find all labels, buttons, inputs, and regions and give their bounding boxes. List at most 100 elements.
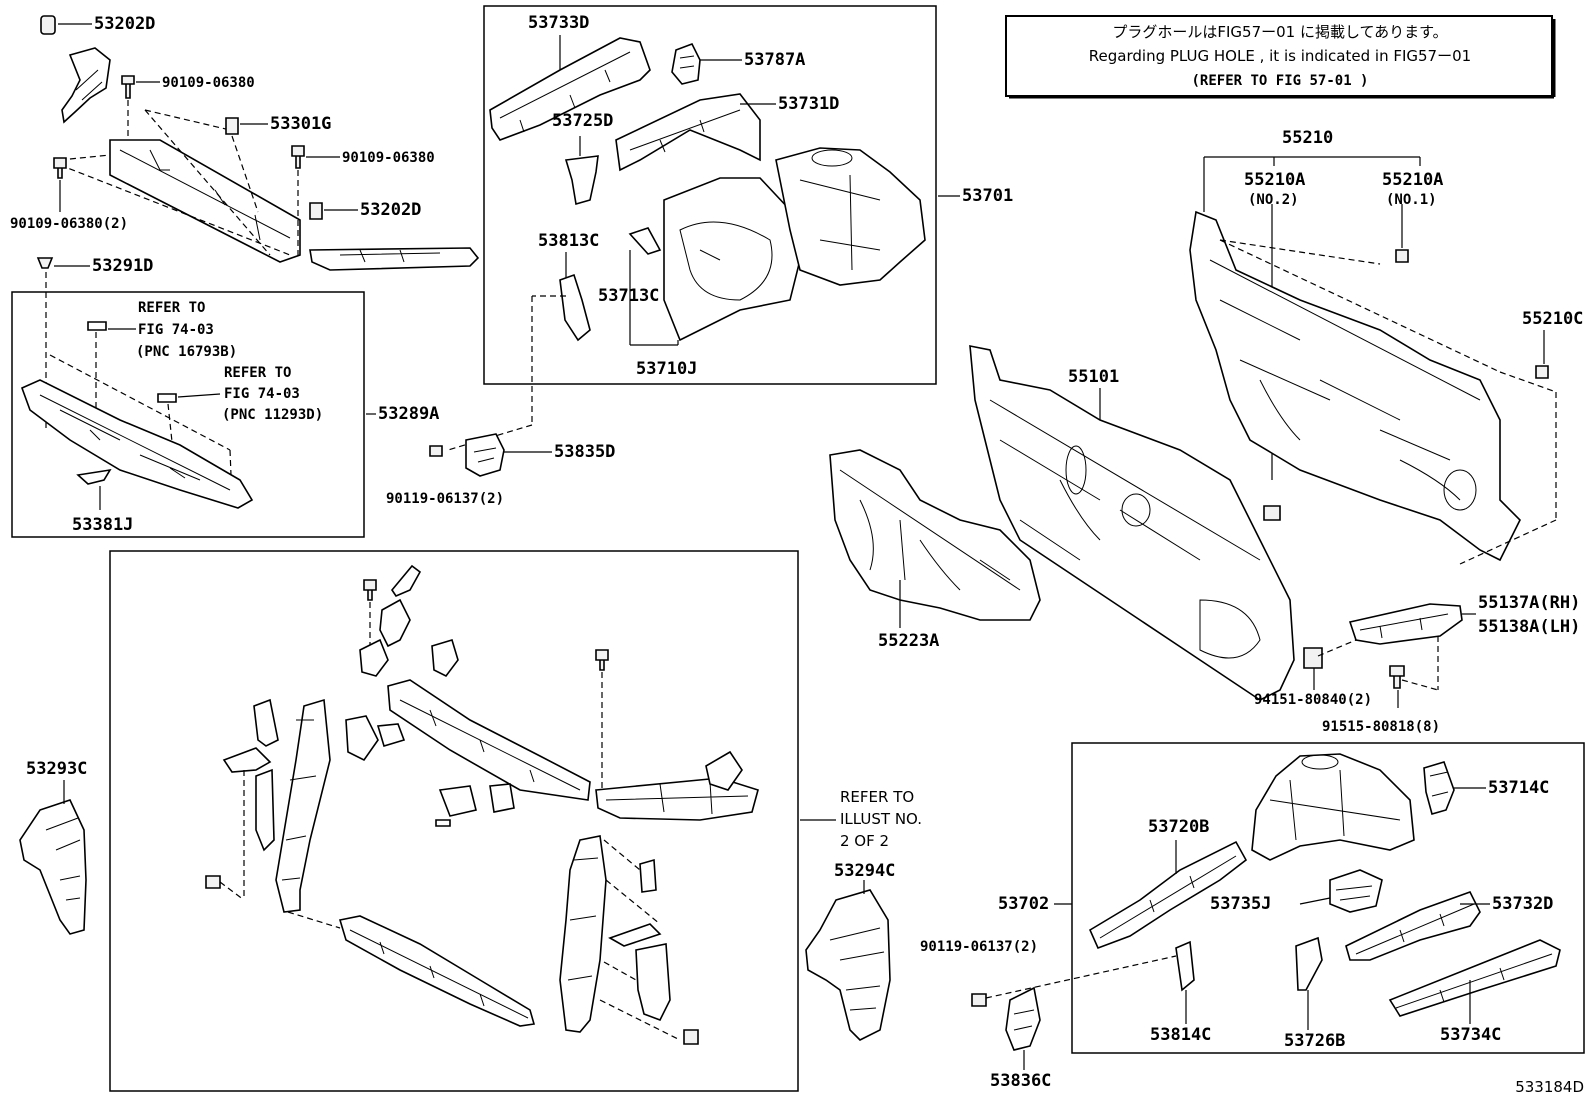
radiator-support-upper-bar <box>109 139 301 263</box>
label-refer3-c: 2 OF 2 <box>840 832 889 850</box>
radiator-upper-parts <box>40 15 480 271</box>
bracket-block-b <box>376 723 406 747</box>
radiator-support-side-bar <box>309 247 480 271</box>
label-53202D-b: 53202D <box>360 200 421 220</box>
bracket-right-c <box>635 943 671 1022</box>
label-53731D: 53731D <box>778 94 839 114</box>
bracket-upper-left <box>61 47 111 124</box>
cowl-louver-parts <box>20 321 376 510</box>
label-53734C: 53734C <box>1440 1025 1501 1045</box>
radiator-support-parts <box>205 564 836 1045</box>
label-55210A-no2: 55210A <box>1244 170 1305 190</box>
bolt-90109-06380-a <box>121 75 135 99</box>
apron-assembly-53702-parts <box>971 753 1561 1070</box>
label-53202D-a: 53202D <box>94 14 155 34</box>
radiator-side-panel-53293C <box>19 780 87 935</box>
bracket-53726B <box>1295 936 1323 991</box>
label-refer3-a: REFER TO <box>840 788 914 806</box>
label-90119-06137-a: 90119-06137(2) <box>386 491 504 507</box>
label-90109-06380-2: 90109-06380(2) <box>10 216 128 232</box>
nut-94151-80840 <box>1303 647 1323 669</box>
plug-hole-note: プラグホールはFIG57ー01 に掲載してあります。 Regarding PLU… <box>1005 15 1556 99</box>
apron-assembly-53702-box <box>1071 742 1585 1054</box>
label-90119-06137-b: 90119-06137(2) <box>920 939 1038 955</box>
bracket-53835D-group <box>429 433 552 477</box>
label-53293C: 53293C <box>26 759 87 779</box>
note-line-3: (REFER TO FIG 57-01 ) <box>1191 73 1368 89</box>
apron-assembly-53701-box <box>483 5 937 385</box>
figure-id: 533184D <box>1515 1078 1584 1096</box>
bracket-53714C <box>1423 761 1455 815</box>
apron-assembly-53701-parts <box>447 35 960 451</box>
label-53787A: 53787A <box>744 50 805 70</box>
label-53710J: 53710J <box>636 359 697 379</box>
bracket-53787A <box>671 42 701 85</box>
bolt-top-left <box>363 579 377 601</box>
label-53835D: 53835D <box>554 442 615 462</box>
dash-panel-parts <box>829 156 1557 701</box>
apron-member-53731D <box>615 93 761 172</box>
seal-11293D <box>157 393 177 403</box>
dash-silencer-55223A <box>829 449 1041 621</box>
clip-55210A-no1 <box>1395 249 1409 263</box>
radiator-support-left-pillar <box>275 698 331 913</box>
apron-member-53732D <box>1345 891 1481 961</box>
apron-member-53720B <box>1088 840 1248 950</box>
label-53726B: 53726B <box>1284 1031 1345 1051</box>
label-refer3-b: ILLUST NO. <box>840 810 922 828</box>
label-refer1-b: FIG 74-03 <box>138 322 214 338</box>
label-refer1-c: (PNC 16793B) <box>136 344 237 360</box>
label-53291D: 53291D <box>92 256 153 276</box>
label-55101: 55101 <box>1068 367 1119 387</box>
bracket-53813C <box>559 273 591 342</box>
bracket-block-c <box>438 785 477 817</box>
bracket-block-d <box>489 783 515 813</box>
radiator-support-upper-crossmember <box>387 679 591 801</box>
bracket-right-a <box>639 858 657 893</box>
bracket-53735J <box>1329 869 1383 913</box>
bracket-top-a <box>391 564 422 597</box>
note-line-1: プラグホールはFIG57ー01 に掲載してあります。 <box>1112 23 1447 41</box>
bracket-left-a <box>253 698 279 747</box>
seal-16793B <box>87 321 107 331</box>
bracket-55137A <box>1348 603 1463 645</box>
cowl-louver-group-box <box>11 291 365 538</box>
label-53814C: 53814C <box>1150 1025 1211 1045</box>
label-90109-06380-b: 90109-06380 <box>342 150 435 166</box>
label-53713C: 53713C <box>598 286 659 306</box>
shock-tower-53702 <box>1251 753 1415 861</box>
label-55210C: 55210C <box>1522 309 1583 329</box>
label-53725D: 53725D <box>552 111 613 131</box>
bolt-top-right <box>595 649 609 671</box>
label-53381J: 53381J <box>72 515 133 535</box>
clip-55210A-no2 <box>1263 505 1281 521</box>
small-clip-a <box>435 819 451 827</box>
label-53720B: 53720B <box>1148 817 1209 837</box>
bracket-top-d <box>431 639 459 678</box>
label-94151-80840: 94151-80840(2) <box>1254 692 1372 708</box>
label-53732D: 53732D <box>1492 894 1553 914</box>
label-53735J: 53735J <box>1210 894 1271 914</box>
radiator-support-right-upper-bar <box>595 777 759 821</box>
bracket-top-c <box>359 638 389 677</box>
bracket-53836C <box>1005 986 1041 1051</box>
radiator-support-lower-crossmember <box>338 915 536 1027</box>
bracket-top-b <box>379 598 411 648</box>
bolt-90119-06137-a <box>429 445 443 457</box>
radiator-side-panel-53294C <box>805 880 891 1041</box>
bracket-53835D <box>465 433 505 477</box>
clip-55210C <box>1535 365 1549 379</box>
dash-bracket-55137A-group <box>1303 603 1476 708</box>
label-refer2-c: (PNC 11293D) <box>222 407 323 423</box>
label-55210A-no1: 55210A <box>1382 170 1443 190</box>
label-refer2-a: REFER TO <box>224 365 291 381</box>
label-53289A: 53289A <box>378 404 439 424</box>
label-53714C: 53714C <box>1488 778 1549 798</box>
label-no1: (NO.1) <box>1386 192 1437 208</box>
label-55137A: 55137A(RH) <box>1478 593 1580 613</box>
bracket-53813C-small <box>628 227 662 255</box>
bracket-53814C <box>1175 940 1195 992</box>
bolt-91515-80818 <box>1389 665 1405 689</box>
label-53733D: 53733D <box>528 13 589 33</box>
